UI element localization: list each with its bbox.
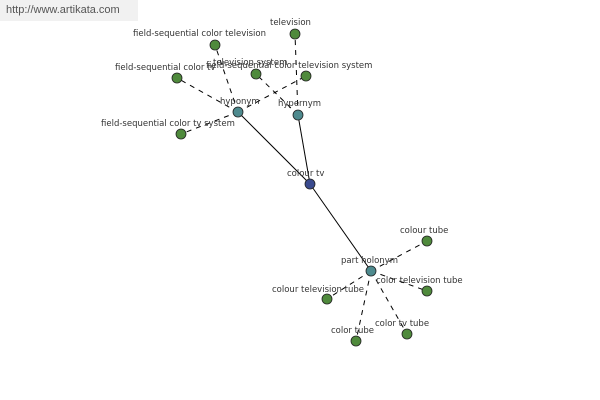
edge-hyponym-to-field-seq-color-television-system [237,75,307,113]
node-field-seq-color-tv[interactable] [171,72,183,84]
edge-hyponym-to-field-seq-color-tv-system [180,111,239,135]
node-color-tv-tube[interactable] [401,328,413,340]
node-label-hypernym[interactable]: hypernym [278,99,321,109]
node-label-color-television-tube[interactable]: color television tube [376,276,463,286]
labels-layer: colour tv hyponym hypernym part holonym fiel… [101,18,463,336]
node-field-seq-color-television-system[interactable] [300,70,312,82]
node-colour-television-tube[interactable] [321,293,333,305]
node-label-colour-tube[interactable]: colour tube [400,226,448,236]
edges-layer [176,33,428,342]
edge-part-holonym-to-colour-television-tube [326,270,372,300]
node-label-field-seq-color-tv[interactable]: field-sequential color tv [115,63,215,73]
edge-hyponym-to-field-seq-color-tv [176,77,239,113]
node-television[interactable] [289,28,301,40]
edge-hyponym-to-field-seq-color-television [214,44,239,113]
node-label-television[interactable]: television [270,18,311,28]
edge-part-holonym-to-color-tv-tube [370,270,408,335]
node-label-field-seq-color-television[interactable]: field-sequential color television [133,29,266,39]
node-field-seq-color-tv-system[interactable] [175,128,187,140]
edge-colour-tv-to-hypernym [297,114,311,185]
node-hypernym[interactable] [292,109,304,121]
watermark-url: http://www.artikata.com [0,0,138,21]
node-colour-tv[interactable] [304,178,316,190]
edge-colour-tv-to-part-holonym [309,183,372,272]
edge-hypernym-to-television [294,33,299,116]
node-label-field-seq-color-television-system[interactable]: field-sequential color television system [206,61,372,71]
node-label-part-holonym[interactable]: part holonym [341,256,398,266]
node-label-field-seq-color-tv-system[interactable]: field-sequential color tv system [101,119,235,129]
node-label-color-tube[interactable]: color tube [331,326,374,336]
node-hyponym[interactable] [232,106,244,118]
node-colour-tube[interactable] [421,235,433,247]
nodes-layer [171,28,433,347]
node-field-seq-color-television[interactable] [209,39,221,51]
node-label-television-system[interactable]: television system [213,58,287,68]
edge-part-holonym-to-colour-tube [370,240,428,272]
node-label-hyponym[interactable]: hyponym [220,97,260,107]
node-color-television-tube[interactable] [421,285,433,297]
node-television-system[interactable] [250,68,262,80]
node-part-holonym[interactable] [365,265,377,277]
node-label-colour-television-tube[interactable]: colour television tube [272,285,364,295]
node-label-color-tv-tube[interactable]: color tv tube [375,319,429,329]
edge-part-holonym-to-color-tube [355,270,372,342]
node-label-colour-tv[interactable]: colour tv [287,169,324,179]
node-color-tube[interactable] [350,335,362,347]
edge-colour-tv-to-hyponym [237,111,311,185]
